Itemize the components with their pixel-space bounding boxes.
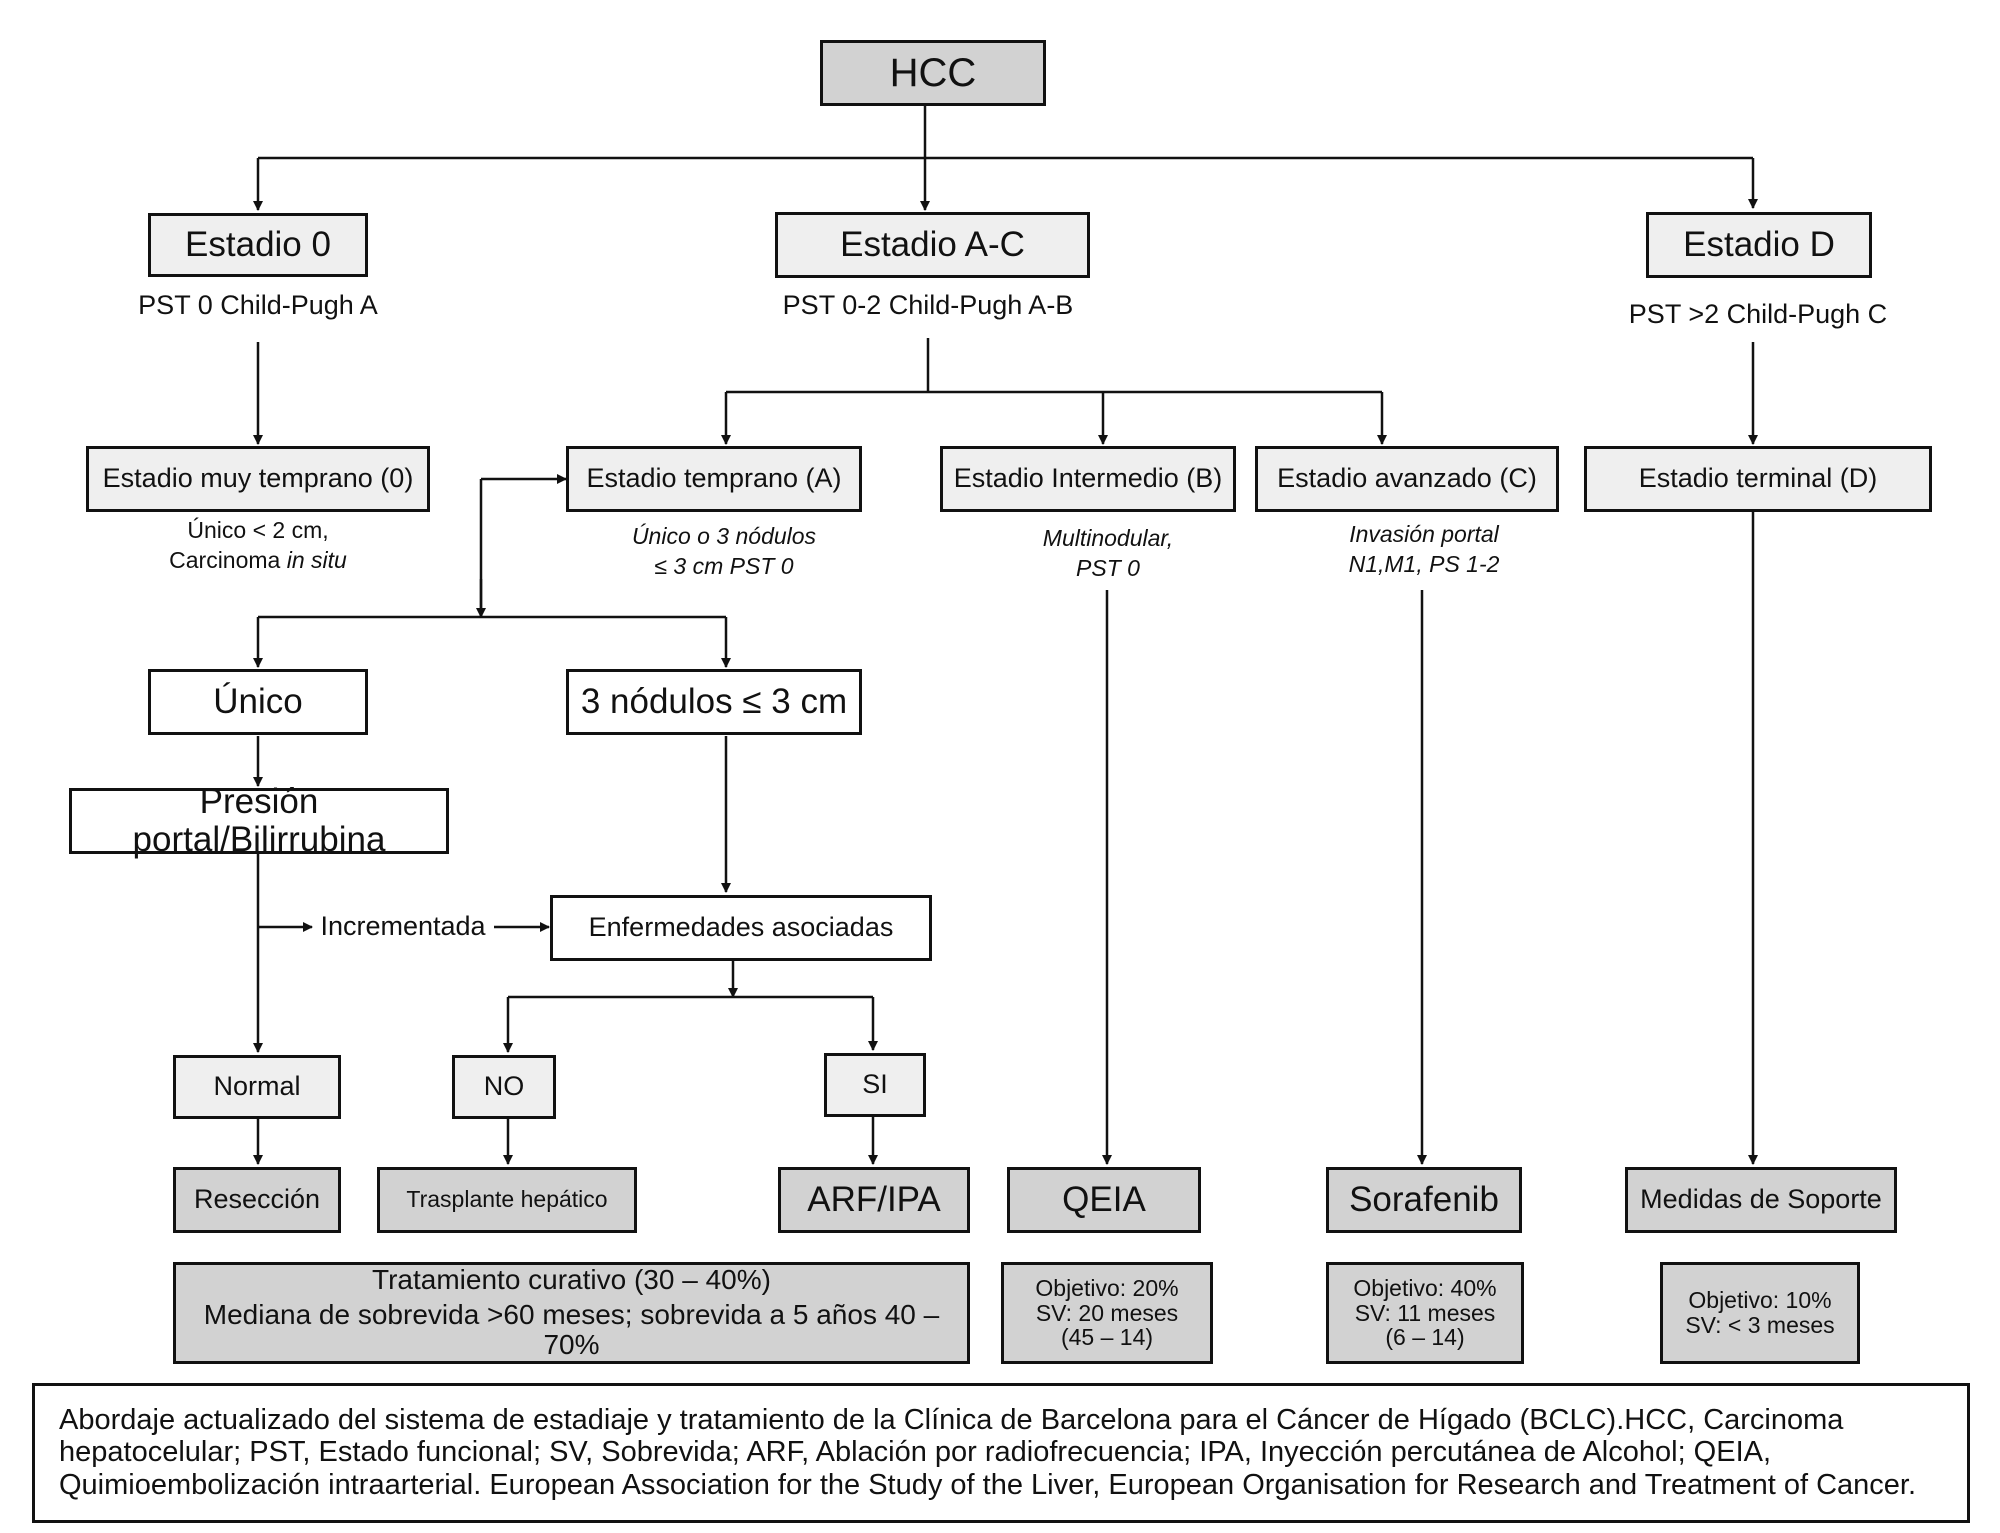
- intermedio-line2: PST 0: [1076, 554, 1140, 581]
- caption-line1: Abordaje actualizado del sistema de esta…: [59, 1404, 1844, 1436]
- substage-intermedio-box: Estadio Intermedio (B): [940, 446, 1236, 512]
- enfermedades-box: Enfermedades asociadas: [550, 895, 932, 961]
- hcc-box: HCC: [820, 40, 1046, 106]
- treatment-soporte-box: Medidas de Soporte: [1625, 1167, 1897, 1233]
- outcome-sorafenib-line2: SV: 11 meses: [1354, 1299, 1496, 1326]
- treatment-qeia-label: QEIA: [1062, 1179, 1146, 1219]
- unico-box: Único: [148, 669, 368, 735]
- outcome-curativo-box: Tratamiento curativo (30 – 40%) Mediana …: [173, 1262, 970, 1364]
- stage-0-title: Estadio 0: [185, 224, 331, 264]
- stage-d-box: Estadio D: [1646, 212, 1872, 278]
- substage-temprano-box: Estadio temprano (A): [566, 446, 862, 512]
- outcome-soporte-line2: SV: < 3 meses: [1685, 1312, 1835, 1338]
- treatment-sorafenib-box: Sorafenib: [1326, 1167, 1522, 1233]
- si-label: SI: [862, 1069, 888, 1100]
- intermedio-line1: Multinodular,: [1042, 525, 1174, 551]
- substage-intermedio-title: Estadio Intermedio (B): [953, 463, 1223, 494]
- temprano-line2: ≤ 3 cm PST 0: [654, 552, 794, 579]
- outcome-qeia-line2: SV: 20 meses: [1035, 1299, 1179, 1326]
- outcome-sorafenib-line1: Objetivo: 40%: [1353, 1274, 1497, 1301]
- incrementada-label: Incrementada: [320, 911, 486, 941]
- muy-temprano-line1: Único < 2 cm,: [187, 517, 329, 543]
- tres-nodulos-label: 3 nódulos ≤ 3 cm: [580, 681, 848, 721]
- treatment-trasplante-box: Trasplante hepático: [377, 1167, 637, 1233]
- outcome-soporte-box: Objetivo: 10% SV: < 3 meses: [1660, 1262, 1860, 1364]
- si-box: SI: [824, 1053, 926, 1117]
- unico-label: Único: [213, 681, 303, 721]
- substage-avanzado-desc: Invasión portal N1,M1, PS 1-2: [1274, 520, 1574, 580]
- no-label: NO: [483, 1071, 525, 1102]
- stage-d-title: Estadio D: [1683, 224, 1835, 264]
- substage-muy-temprano-box: Estadio muy temprano (0): [86, 446, 430, 512]
- outcome-sorafenib-box: Objetivo: 40% SV: 11 meses (6 – 14): [1326, 1262, 1524, 1364]
- outcome-curativo-line2: Mediana de sobrevida >60 meses; sobrevid…: [203, 1298, 940, 1361]
- substage-muy-temprano-title: Estadio muy temprano (0): [102, 463, 414, 494]
- treatment-trasplante-label: Trasplante hepático: [406, 1186, 608, 1213]
- caption-line2: hepatocelular; PST, Estado funcional; SV…: [59, 1436, 1772, 1469]
- outcome-soporte-line1: Objetivo: 10%: [1688, 1286, 1832, 1313]
- no-box: NO: [452, 1055, 556, 1119]
- substage-temprano-title: Estadio temprano (A): [586, 463, 842, 494]
- outcome-sorafenib-line3: (6 – 14): [1385, 1324, 1465, 1351]
- stage-ac-desc: PST 0-2 Child-Pugh A-B: [782, 290, 1074, 320]
- avanzado-line2: N1,M1, PS 1-2: [1348, 550, 1500, 577]
- muy-temprano-line2: Carcinoma in situ: [108, 546, 408, 576]
- caption-line3: Quimioembolización intraarterial. Europe…: [59, 1468, 1917, 1501]
- treatment-reseccion-label: Resección: [193, 1184, 321, 1215]
- substage-muy-temprano-desc: Único < 2 cm, Carcinoma in situ: [108, 516, 408, 576]
- substage-temprano-desc: Único o 3 nódulos ≤ 3 cm PST 0: [574, 522, 874, 582]
- avanzado-line1: Invasión portal: [1349, 521, 1499, 547]
- normal-box: Normal: [173, 1055, 341, 1119]
- treatment-arf-box: ARF/IPA: [778, 1167, 970, 1233]
- treatment-soporte-label: Medidas de Soporte: [1640, 1184, 1882, 1215]
- outcome-qeia-box: Objetivo: 20% SV: 20 meses (45 – 14): [1001, 1262, 1213, 1364]
- presion-box: Presión portal/Bilirrubina: [69, 782, 449, 859]
- normal-label: Normal: [213, 1071, 301, 1102]
- stage-ac-title: Estadio A-C: [840, 224, 1025, 264]
- hcc-label: HCC: [889, 51, 977, 95]
- temprano-line1: Único o 3 nódulos: [631, 523, 817, 549]
- figure-caption: Abordaje actualizado del sistema de esta…: [32, 1383, 1970, 1523]
- substage-terminal-box: Estadio terminal (D): [1584, 446, 1932, 512]
- outcome-qeia-line1: Objetivo: 20%: [1035, 1274, 1179, 1301]
- outcome-qeia-line3: (45 – 14): [1060, 1324, 1154, 1351]
- muy-temprano-line2-italic: in situ: [286, 546, 347, 573]
- tres-nodulos-box: 3 nódulos ≤ 3 cm: [566, 669, 862, 735]
- muy-temprano-line2-prefix: Carcinoma: [169, 546, 287, 573]
- enfermedades-label: Enfermedades asociadas: [588, 912, 894, 943]
- treatment-qeia-box: QEIA: [1007, 1167, 1201, 1233]
- substage-avanzado-box: Estadio avanzado (C): [1255, 446, 1559, 512]
- substage-avanzado-title: Estadio avanzado (C): [1277, 463, 1537, 494]
- stage-0-box: Estadio 0: [148, 213, 368, 277]
- substage-terminal-title: Estadio terminal (D): [1638, 463, 1878, 494]
- stage-d-desc: PST >2 Child-Pugh C: [1628, 299, 1888, 329]
- stage-ac-box: Estadio A-C: [775, 212, 1090, 278]
- substage-intermedio-desc: Multinodular, PST 0: [958, 524, 1258, 584]
- outcome-curativo-line1: Tratamiento curativo (30 – 40%): [372, 1263, 771, 1295]
- treatment-arf-label: ARF/IPA: [807, 1179, 941, 1219]
- treatment-sorafenib-label: Sorafenib: [1349, 1179, 1499, 1219]
- presion-label: Presión portal/Bilirrubina: [132, 781, 386, 859]
- treatment-reseccion-box: Resección: [173, 1167, 341, 1233]
- stage-0-desc: PST 0 Child-Pugh A: [138, 290, 378, 320]
